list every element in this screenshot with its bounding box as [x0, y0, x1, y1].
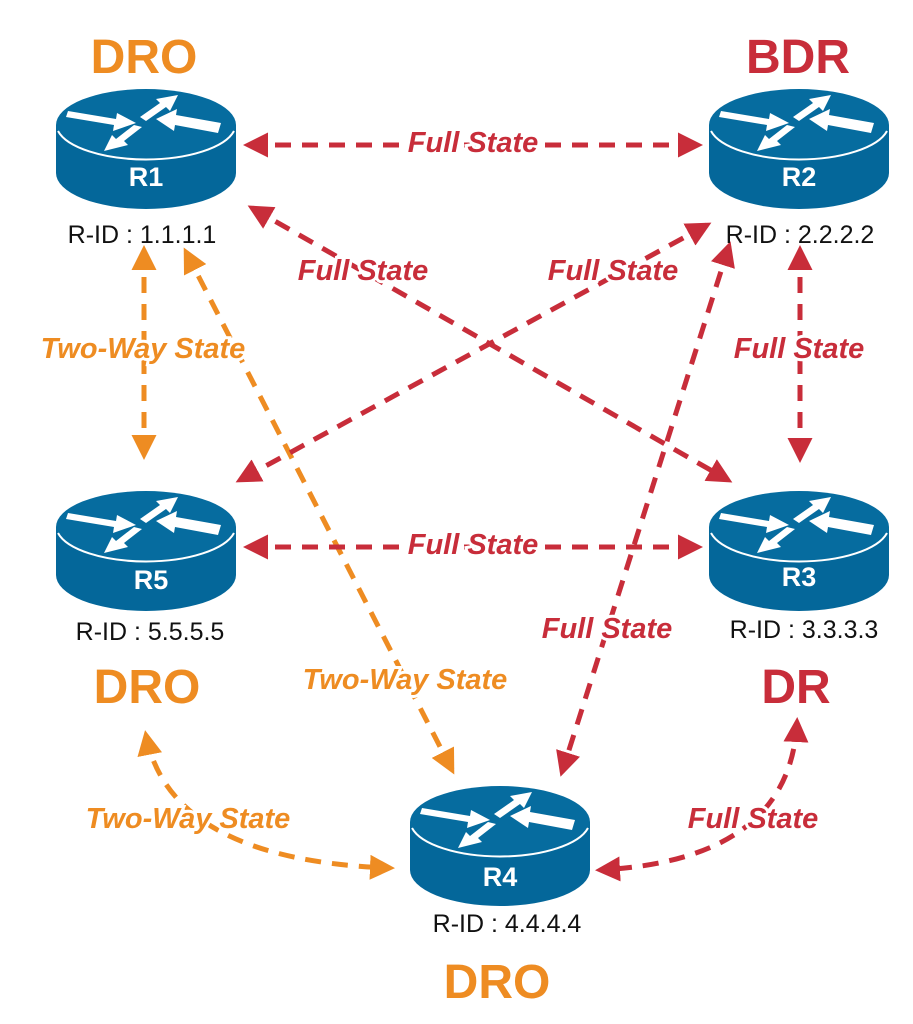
edge-label-r5-r3: Full State — [408, 529, 539, 561]
router-r3[interactable]: R3 R-ID : 3.3.3.3 DR — [708, 490, 890, 714]
router-name-r1: R1 — [129, 162, 164, 192]
router-id-r4: R-ID : 4.4.4.4 — [433, 910, 582, 938]
edge-label-r3-r4: Full State — [688, 803, 819, 835]
edge-label-r2-r3: Full State — [734, 333, 865, 365]
role-label-r4: DRO — [444, 956, 551, 1009]
router-icon — [708, 490, 890, 612]
router-id-r3: R-ID : 3.3.3.3 — [730, 616, 879, 644]
router-name-r4: R4 — [483, 862, 518, 892]
edge-label-r1-r5: Two-Way State — [41, 333, 246, 365]
router-id-r5: R-ID : 5.5.5.5 — [76, 618, 225, 646]
edge-labels-layer: Full State Full State Two-Way State Two-… — [38, 124, 868, 838]
edges-layer — [131, 132, 813, 882]
router-r2[interactable]: BDR R2 R-ID : 2.2.2.2 — [708, 31, 890, 249]
role-label-r3: DR — [761, 661, 830, 714]
edge-label-r1-r3: Full State — [298, 255, 429, 287]
router-name-r5: R5 — [134, 565, 169, 595]
router-r5[interactable]: R5 R-ID : 5.5.5.5 DRO — [55, 490, 237, 714]
role-label-r5: DRO — [94, 661, 201, 714]
router-r1[interactable]: DRO R1 R-ID : 1.1.1.1 — [55, 31, 237, 249]
edge-label-r2-r4: Full State — [542, 613, 673, 645]
edge-label-r2-r5: Full State — [548, 255, 679, 287]
router-id-r2: R-ID : 2.2.2.2 — [726, 221, 875, 249]
edge-r2-r4 — [556, 241, 735, 777]
router-name-r3: R3 — [782, 562, 817, 592]
edge-label-r1-r4: Two-Way State — [303, 664, 508, 696]
edge-r5-r4 — [137, 730, 395, 880]
edge-label-r1-r2: Full State — [408, 127, 539, 159]
router-id-r1: R-ID : 1.1.1.1 — [68, 221, 217, 249]
router-name-r2: R2 — [782, 162, 817, 192]
role-label-r2: BDR — [746, 31, 850, 84]
role-label-r1: DRO — [91, 31, 198, 84]
edge-r3-r4 — [595, 717, 809, 882]
router-r4[interactable]: R4 R-ID : 4.4.4.4 DRO — [409, 785, 591, 1009]
edge-label-r5-r4: Two-Way State — [86, 803, 291, 835]
